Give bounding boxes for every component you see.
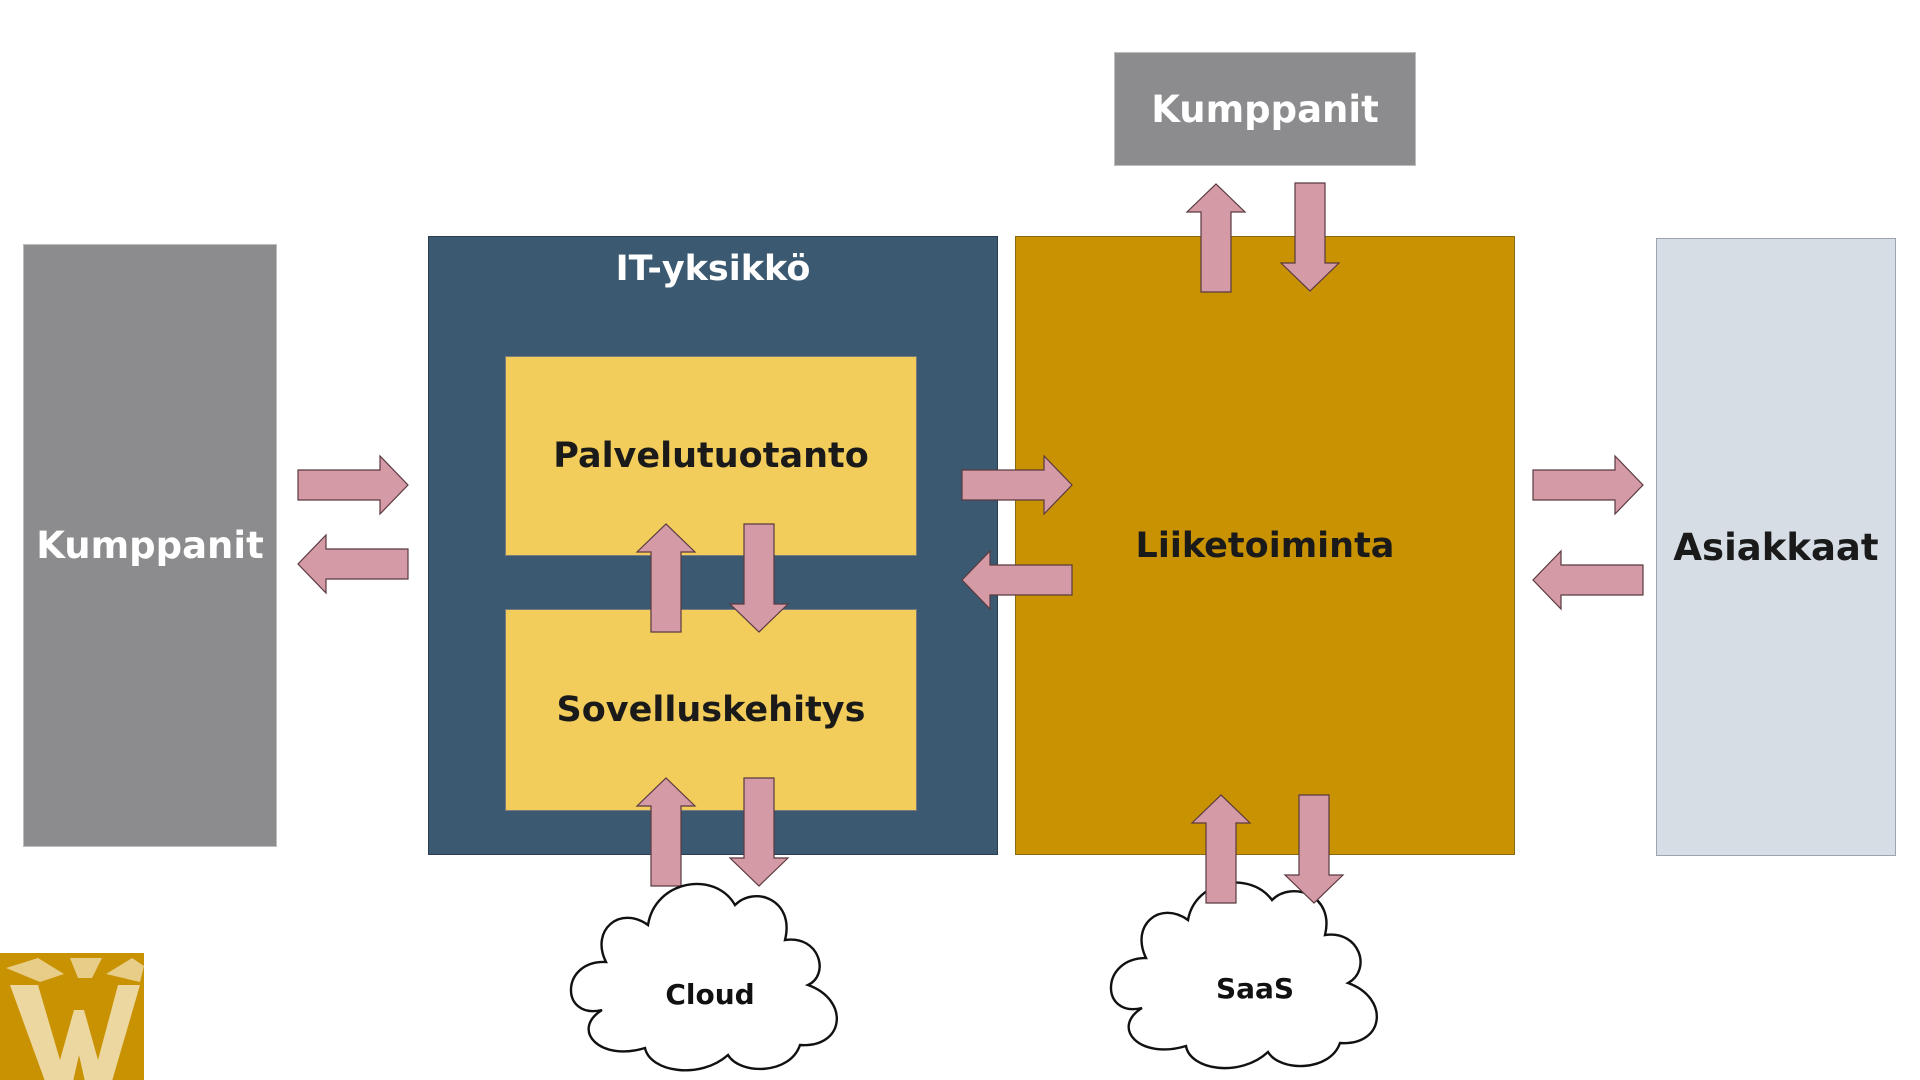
business-box: Liiketoiminta [1015,236,1515,855]
business-label: Liiketoiminta [1135,525,1395,566]
arrow-cloud-to-development [636,777,696,887]
customers-box: Asiakkaat [1656,238,1896,856]
arrow-business-to-saas [1284,794,1344,904]
arrow-it-to-partners [297,534,409,594]
arrow-partners-top-to-business [1280,182,1340,292]
arrow-development-to-service [636,523,696,633]
arrow-business-to-it [961,550,1073,610]
app-development-box: Sovelluskehitys [505,609,917,811]
partners-left-label: Kumppanit [36,524,264,567]
cloud-shape [569,882,838,1072]
cloud-label: Cloud [665,978,755,1011]
partners-top-box: Kumppanit [1114,52,1416,166]
arrow-business-to-customers [1532,455,1644,515]
arrow-customers-to-business [1532,550,1644,610]
w-logo-icon [0,953,144,1080]
saas-shape [1109,881,1378,1070]
arrow-business-to-partners-top [1186,183,1246,293]
partners-top-label: Kumppanit [1151,87,1379,131]
service-production-label: Palvelutuotanto [553,436,869,476]
arrow-partners-to-it [297,455,409,515]
saas-label: SaaS [1215,972,1295,1005]
arrow-it-to-business [961,455,1073,515]
arrow-development-to-cloud [729,777,789,887]
it-unit-label: IT-yksikkö [615,249,811,289]
service-production-box: Palvelutuotanto [505,356,917,556]
partners-left-box: Kumppanit [23,244,277,847]
app-development-label: Sovelluskehitys [556,690,866,730]
customers-label: Asiakkaat [1673,525,1879,569]
arrow-service-to-development [729,523,789,633]
